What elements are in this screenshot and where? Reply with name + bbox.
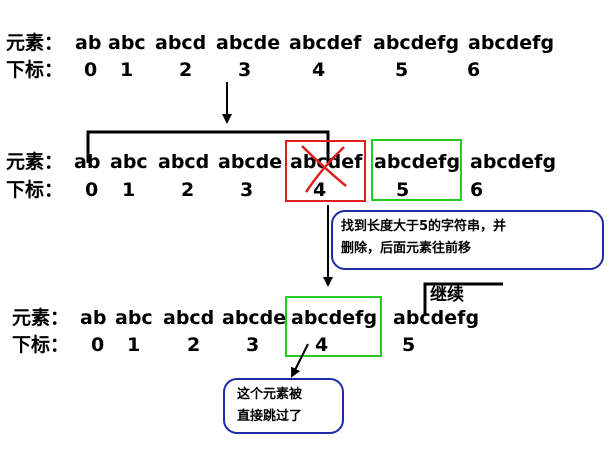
row2-element: abcde: [218, 151, 283, 173]
row1-element: ab: [75, 32, 102, 54]
row3-element: abcd: [163, 307, 215, 329]
continue-bracket: [423, 282, 503, 316]
row2-element: abcdefg: [374, 151, 461, 173]
row3-index: 3: [246, 334, 260, 356]
skipped-element-box: [285, 296, 382, 357]
row2-indices-label: 下标：: [6, 179, 64, 201]
row2-index: 5: [396, 179, 410, 201]
row1-element: abc: [108, 32, 146, 54]
row1-element: abcd: [155, 32, 207, 54]
row1-index: 5: [395, 59, 409, 81]
row1-element: abcdefg: [468, 32, 555, 54]
row3-elements-label: 元素：: [12, 307, 70, 329]
row1-index: 4: [312, 59, 326, 81]
row1-element: abcdef: [289, 32, 362, 54]
skipped-note-line: 直接跳过了: [237, 409, 303, 424]
row1-indices-label: 下标：: [6, 59, 64, 81]
continue-label: 继续: [430, 285, 464, 305]
row1-index: 6: [467, 59, 481, 81]
row2-index: 6: [470, 179, 484, 201]
row1-index: 0: [84, 59, 98, 81]
row2-element: abcdefg: [470, 151, 557, 173]
loop-bracket: [86, 130, 330, 163]
row3-element: abc: [115, 307, 153, 329]
row3-indices-label: 下标：: [12, 334, 70, 356]
row2-index: 2: [181, 179, 195, 201]
row2-element-deleted: abcdef: [290, 151, 363, 173]
row3-element-skipped: abcdefg: [291, 307, 378, 329]
row2-index: 0: [85, 179, 99, 201]
row1-index: 1: [120, 59, 134, 81]
shifted-element-box: [371, 139, 462, 201]
find-delete-note-line: 删除，后面元素往前移: [341, 241, 472, 256]
row3-element: ab: [80, 307, 107, 329]
row2-elements-label: 元素：: [6, 151, 64, 173]
row3-index: 4: [315, 334, 329, 356]
row3-element: abcde: [222, 307, 287, 329]
row2-element: abc: [110, 151, 148, 173]
row1-index: 3: [238, 59, 252, 81]
row1-elements-label: 元素：: [6, 32, 64, 54]
row3-index: 5: [402, 334, 416, 356]
row1-index: 2: [179, 59, 193, 81]
cross-icon: [301, 145, 347, 187]
row3-index: 1: [127, 334, 141, 356]
find-delete-note-line: 找到长度大于5的字符串，并: [341, 219, 507, 234]
row3-index: 0: [91, 334, 105, 356]
row2-index: 1: [122, 179, 136, 201]
skipped-note-line: 这个元素被: [237, 387, 303, 402]
row2-index: 4: [313, 179, 327, 201]
find-delete-note: 找到长度大于5的字符串，并 删除，后面元素往前移: [331, 210, 604, 270]
row3-index: 2: [187, 334, 201, 356]
row2-element: abcd: [158, 151, 210, 173]
delete-box: [285, 140, 366, 202]
skipped-note: 这个元素被 直接跳过了: [223, 378, 344, 434]
row1-element: abcdefg: [373, 32, 460, 54]
row1-element: abcde: [216, 32, 281, 54]
row3-element: abcdefg: [393, 307, 480, 329]
row2-index: 3: [240, 179, 254, 201]
